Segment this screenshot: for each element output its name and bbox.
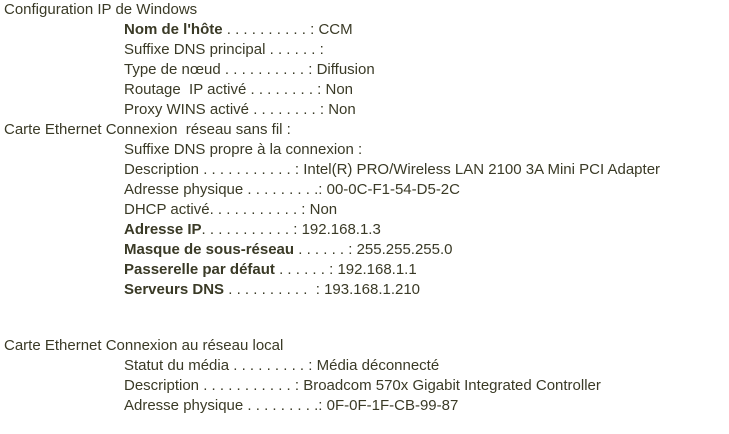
row-value: Intel(R) PRO/Wireless LAN 2100 3A Mini P…	[303, 161, 661, 178]
row-physical-address: Adresse physique . . . . . . . . .: 00-0…	[124, 180, 460, 200]
row-label: Serveurs DNS	[124, 281, 225, 298]
row-label: Nom de l'hôte	[124, 21, 223, 38]
section-title-windows-ip: Configuration IP de Windows	[4, 1, 198, 18]
row-media-state: Statut du média . . . . . . . . . : Médi…	[124, 356, 439, 376]
row-dns-servers: Serveurs DNS . . . . . . . . . . : 193.1…	[124, 280, 420, 300]
row-label: Description	[124, 377, 200, 394]
row-dots: . . . . . . . . . . . :	[209, 201, 310, 218]
row-ip-routing: Routage IP activé . . . . . . . . : Non	[124, 80, 353, 100]
row-primary-dns-suffix: Suffixe DNS principal . . . . . . :	[124, 40, 328, 60]
row-label: Type de nœud	[124, 61, 221, 78]
row-description: Description . . . . . . . . . . . : Inte…	[124, 160, 660, 180]
row-dots: . . . . . . . . . :	[229, 357, 317, 374]
row-value: Non	[309, 201, 338, 218]
row-connection-dns-suffix: Suffixe DNS propre à la connexion :	[124, 140, 366, 160]
row-value: 193.168.1.210	[324, 281, 421, 298]
row-dots: . . . . . . . . . . :	[220, 61, 317, 78]
row-dots: :	[353, 141, 367, 158]
row-dots: . . . . . . . . .:	[243, 181, 327, 198]
row-dots: . . . . . . :	[265, 41, 328, 58]
row-dots: . . . . . . . . . . . :	[199, 377, 304, 394]
section-title-lan-adapter: Carte Ethernet Connexion au réseau local	[4, 337, 284, 354]
row-label: Routage IP activé	[124, 81, 247, 98]
row-dhcp-enabled: DHCP activé. . . . . . . . . . . : Non	[124, 200, 337, 220]
row-label: Suffixe DNS propre à la connexion	[124, 141, 354, 158]
row-value: CCM	[318, 21, 353, 38]
row-label: DHCP activé	[124, 201, 210, 218]
row-label: Proxy WINS activé	[124, 101, 250, 118]
row-value: 0F-0F-1F-CB-99-87	[326, 397, 459, 414]
row-value: Non	[325, 81, 354, 98]
row-default-gateway: Passerelle par défaut . . . . . . : 192.…	[124, 260, 417, 280]
row-label: Masque de sous-réseau	[124, 241, 295, 258]
row-label: Statut du média	[124, 357, 230, 374]
section-title-wireless-adapter: Carte Ethernet Connexion réseau sans fil…	[4, 121, 291, 138]
row-dots: . . . . . . . . :	[249, 101, 329, 118]
row-dots: . . . . . . :	[294, 241, 357, 258]
row-wins-proxy: Proxy WINS activé . . . . . . . . : Non	[124, 100, 356, 120]
row-label: Suffixe DNS principal	[124, 41, 266, 58]
row-subnet-mask: Masque de sous-réseau . . . . . . : 255.…	[124, 240, 453, 260]
row-label: Passerelle par défaut	[124, 261, 275, 278]
row-description: Description . . . . . . . . . . . : Broa…	[124, 376, 601, 396]
row-dots: . . . . . . . . . . :	[222, 21, 319, 38]
row-hostname: Nom de l'hôte . . . . . . . . . . : CCM	[124, 20, 353, 40]
row-value: 192.168.1.1	[337, 261, 417, 278]
row-dots: . . . . . . . . . . :	[224, 281, 325, 298]
row-dots: . . . . . . :	[274, 261, 338, 278]
row-label: Adresse IP	[124, 221, 202, 238]
row-value: 00-0C-F1-54-D5-2C	[326, 181, 460, 198]
row-value: 192.168.1.3	[301, 221, 381, 238]
row-dots: . . . . . . . . :	[246, 81, 326, 98]
row-dots: . . . . . . . . . . . :	[201, 221, 302, 238]
row-label: Description	[124, 161, 200, 178]
row-label: Adresse physique	[124, 181, 244, 198]
row-value: Média déconnecté	[316, 357, 440, 374]
row-label: Adresse physique	[124, 397, 244, 414]
row-dots: . . . . . . . . .:	[243, 397, 327, 414]
row-value: 255.255.255.0	[356, 241, 453, 258]
row-value: Broadcom 570x Gigabit Integrated Control…	[303, 377, 601, 394]
row-value: Diffusion	[316, 61, 375, 78]
row-ip-address: Adresse IP. . . . . . . . . . . : 192.16…	[124, 220, 381, 240]
row-physical-address: Adresse physique . . . . . . . . .: 0F-0…	[124, 396, 458, 416]
row-value: Non	[328, 101, 356, 118]
row-node-type: Type de nœud . . . . . . . . . . : Diffu…	[124, 60, 375, 80]
row-dots: . . . . . . . . . . . :	[199, 161, 304, 178]
